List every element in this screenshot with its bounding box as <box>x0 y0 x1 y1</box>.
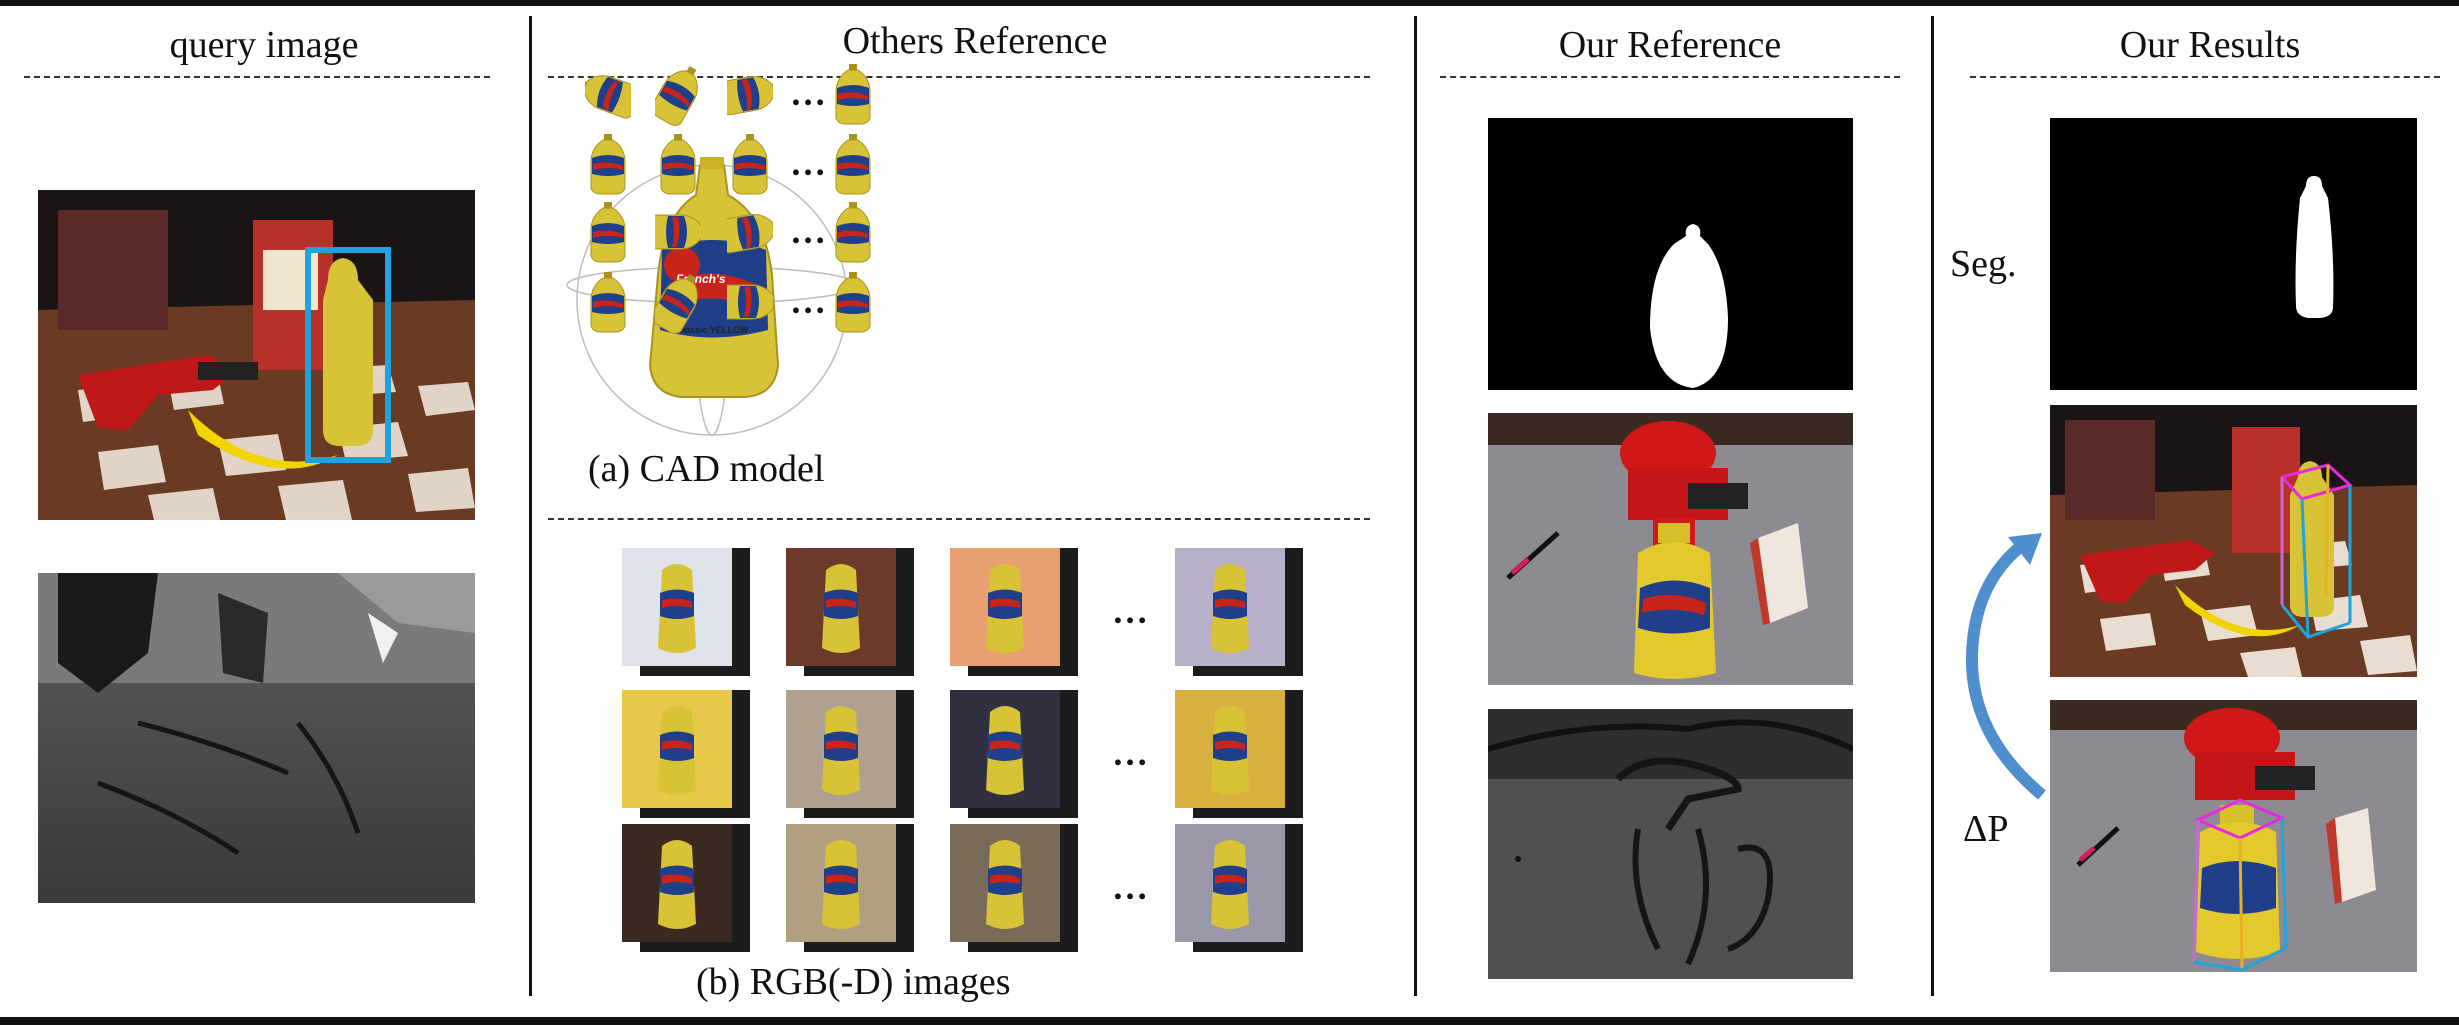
rgbd-thumbnail <box>622 824 750 952</box>
refinement-arrow <box>1960 525 2050 825</box>
cad-view-thumbnail <box>830 62 876 126</box>
reference-segmentation-mask <box>1488 118 1853 390</box>
cad-view-thumbnail <box>719 270 780 334</box>
rgbd-thumbnail <box>950 548 1078 676</box>
cad-label-product: Classic YELLOW <box>676 325 749 335</box>
header-divider <box>1440 76 1900 78</box>
column-divider <box>1931 16 1934 996</box>
rgbd-thumbnail <box>1175 824 1303 952</box>
cad-view-thumbnail <box>578 62 641 126</box>
top-rule <box>0 0 2459 6</box>
section-divider <box>548 518 1370 520</box>
cad-view-thumbnail <box>727 132 773 196</box>
query-column-title: query image <box>169 24 359 66</box>
rgbd-thumbnail <box>622 548 750 676</box>
rgbd-thumbnail <box>950 824 1078 952</box>
ellipsis: … <box>790 281 828 321</box>
cad-view-thumbnail <box>585 200 631 264</box>
ellipsis: … <box>790 143 828 183</box>
rgbd-thumbnail <box>786 548 914 676</box>
ellipsis: … <box>1112 733 1150 773</box>
cad-view-thumbnail <box>647 200 708 264</box>
reference-rgb-image <box>1488 413 1853 685</box>
cad-model-caption: (a) CAD model <box>588 448 825 490</box>
result-pose-on-query <box>2050 405 2417 677</box>
ours-reference-title: Our Reference <box>1558 24 1782 66</box>
rgbd-images-caption: (b) RGB(-D) images <box>696 961 1011 1003</box>
others-column-title: Others Reference <box>842 20 1108 62</box>
rgbd-thumbnail <box>622 690 750 818</box>
cad-view-thumbnail <box>655 132 701 196</box>
delta-p-label: ΔP <box>1963 808 2009 850</box>
header-divider <box>1970 76 2440 78</box>
column-divider <box>1414 16 1417 996</box>
rgbd-thumbnail <box>786 690 914 818</box>
bottom-rule <box>0 1017 2459 1025</box>
ellipsis: … <box>1112 867 1150 907</box>
ours-results-title: Our Results <box>2119 24 2301 66</box>
rgbd-thumbnail <box>950 690 1078 818</box>
ellipsis: … <box>1112 591 1150 631</box>
result-pose-on-reference <box>2050 700 2417 972</box>
rgbd-thumbnail <box>1175 548 1303 676</box>
cad-view-thumbnail <box>718 200 781 264</box>
column-divider <box>529 16 532 996</box>
ellipsis: … <box>790 211 828 251</box>
result-segmentation-mask <box>2050 118 2417 390</box>
rgbd-thumbnail <box>1175 690 1303 818</box>
ellipsis: … <box>790 73 828 113</box>
cad-view-thumbnail <box>650 62 701 126</box>
rgbd-thumbnail <box>786 824 914 952</box>
seg-label: Seg. <box>1950 243 2017 285</box>
cad-view-thumbnail <box>718 62 781 126</box>
query-depth-image <box>38 573 475 903</box>
reference-depth-image <box>1488 709 1853 979</box>
cad-view-thumbnail <box>585 132 631 196</box>
cad-view-thumbnail <box>650 270 701 334</box>
query-rgb-image <box>38 190 475 520</box>
header-divider <box>24 76 490 78</box>
header-divider <box>548 76 1370 78</box>
cad-view-thumbnail <box>830 200 876 264</box>
cad-view-thumbnail <box>830 132 876 196</box>
cad-view-thumbnail <box>585 270 631 334</box>
cad-view-thumbnail <box>830 270 876 334</box>
cad-label-badge: 40% MORE <box>626 208 669 217</box>
